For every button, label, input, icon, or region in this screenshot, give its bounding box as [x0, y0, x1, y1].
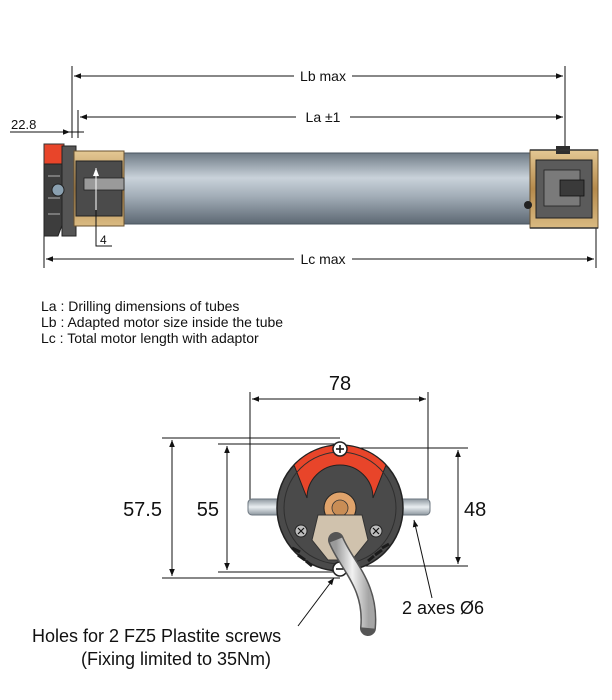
side-view: Lb max La ±1 22.8 Lc max 4	[10, 66, 599, 268]
axes-label: 2 axes Ø6	[402, 598, 484, 618]
axes-leader	[412, 519, 433, 599]
lc-label: Lc max	[300, 251, 345, 267]
end-view: 78 57.5 55 48	[32, 373, 486, 669]
inner-height-label: 55	[197, 499, 219, 521]
callout-label: 4	[100, 233, 107, 247]
red-cap	[293, 444, 387, 499]
motor-head	[43, 143, 77, 237]
legend-lb: Lb : Adapted motor size inside the tube	[41, 314, 284, 330]
la-label: La ±1	[306, 109, 341, 125]
holes-label-line1: Holes for 2 FZ5 Plastite screws	[32, 626, 281, 646]
outer-height-label: 57.5	[123, 499, 162, 521]
side-screw-left	[294, 524, 308, 538]
holes-label-line2: (Fixing limited to 35Nm)	[81, 649, 271, 669]
side-screw-right	[369, 524, 383, 538]
motor-tube	[119, 152, 541, 225]
axis-height-label: 48	[464, 499, 486, 521]
callout-leader	[95, 210, 112, 247]
legend-lc: Lc : Total motor length with adaptor	[41, 330, 259, 346]
offset-label: 22.8	[11, 117, 36, 132]
top-screw-hole	[332, 441, 348, 457]
lb-label: Lb max	[300, 68, 346, 84]
adaptor	[524, 146, 599, 229]
legend-la: La : Drilling dimensions of tubes	[41, 298, 240, 314]
width-label: 78	[329, 373, 351, 395]
holes-leader	[297, 577, 335, 627]
